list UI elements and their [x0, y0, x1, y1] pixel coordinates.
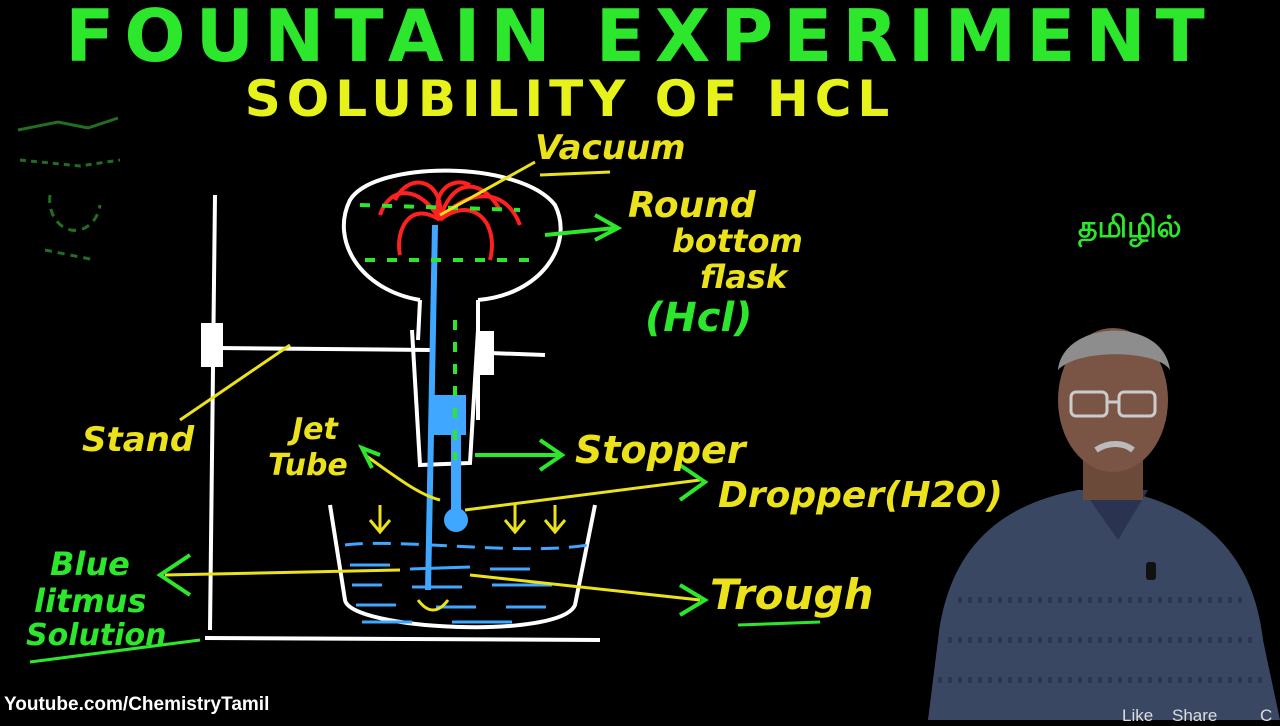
label-flask-1: Round	[628, 185, 756, 226]
label-stand: Stand	[82, 420, 195, 460]
more-button[interactable]: C	[1260, 706, 1273, 725]
water-lines	[344, 541, 589, 624]
gas-dashes	[359, 203, 535, 460]
trough	[328, 504, 597, 630]
trough-underline	[737, 620, 821, 627]
pointer-lines	[164, 160, 701, 612]
round-bottom-flask	[341, 168, 563, 468]
label-vacuum: Vacuum	[535, 128, 686, 168]
label-flask-3: flask	[700, 258, 788, 296]
label-dropper: Dropper(H2O)	[718, 475, 1003, 516]
label-blue: Blue	[50, 545, 130, 583]
label-tube: Tube	[268, 448, 348, 483]
vacuum-underline	[539, 170, 611, 177]
label-flask-gas: (Hcl)	[645, 295, 753, 341]
corner-scribble	[17, 116, 121, 262]
language-tag: தமிழில்	[1078, 210, 1182, 245]
like-button[interactable]: Like	[1122, 706, 1154, 725]
arrow-heads	[156, 213, 709, 617]
main-title: FOUNTAIN EXPERIMENT	[65, 0, 1215, 78]
channel-url[interactable]: Youtube.com/ChemistryTamil	[4, 694, 270, 715]
share-button[interactable]: Share	[1172, 706, 1218, 725]
label-litmus: litmus	[34, 582, 147, 620]
solution-underline	[29, 638, 201, 664]
label-stopper: Stopper	[575, 428, 746, 472]
label-solution: Solution	[26, 618, 167, 653]
label-trough: Trough	[710, 570, 874, 619]
jet-tube	[425, 224, 468, 591]
label-flask-2: bottom	[672, 222, 803, 260]
stand	[201, 194, 601, 642]
fountain-spray	[378, 180, 522, 261]
sub-title: SOLUBILITY OF HCL	[244, 70, 896, 128]
presenter-image	[928, 328, 1280, 720]
label-jet: Jet	[292, 412, 338, 447]
